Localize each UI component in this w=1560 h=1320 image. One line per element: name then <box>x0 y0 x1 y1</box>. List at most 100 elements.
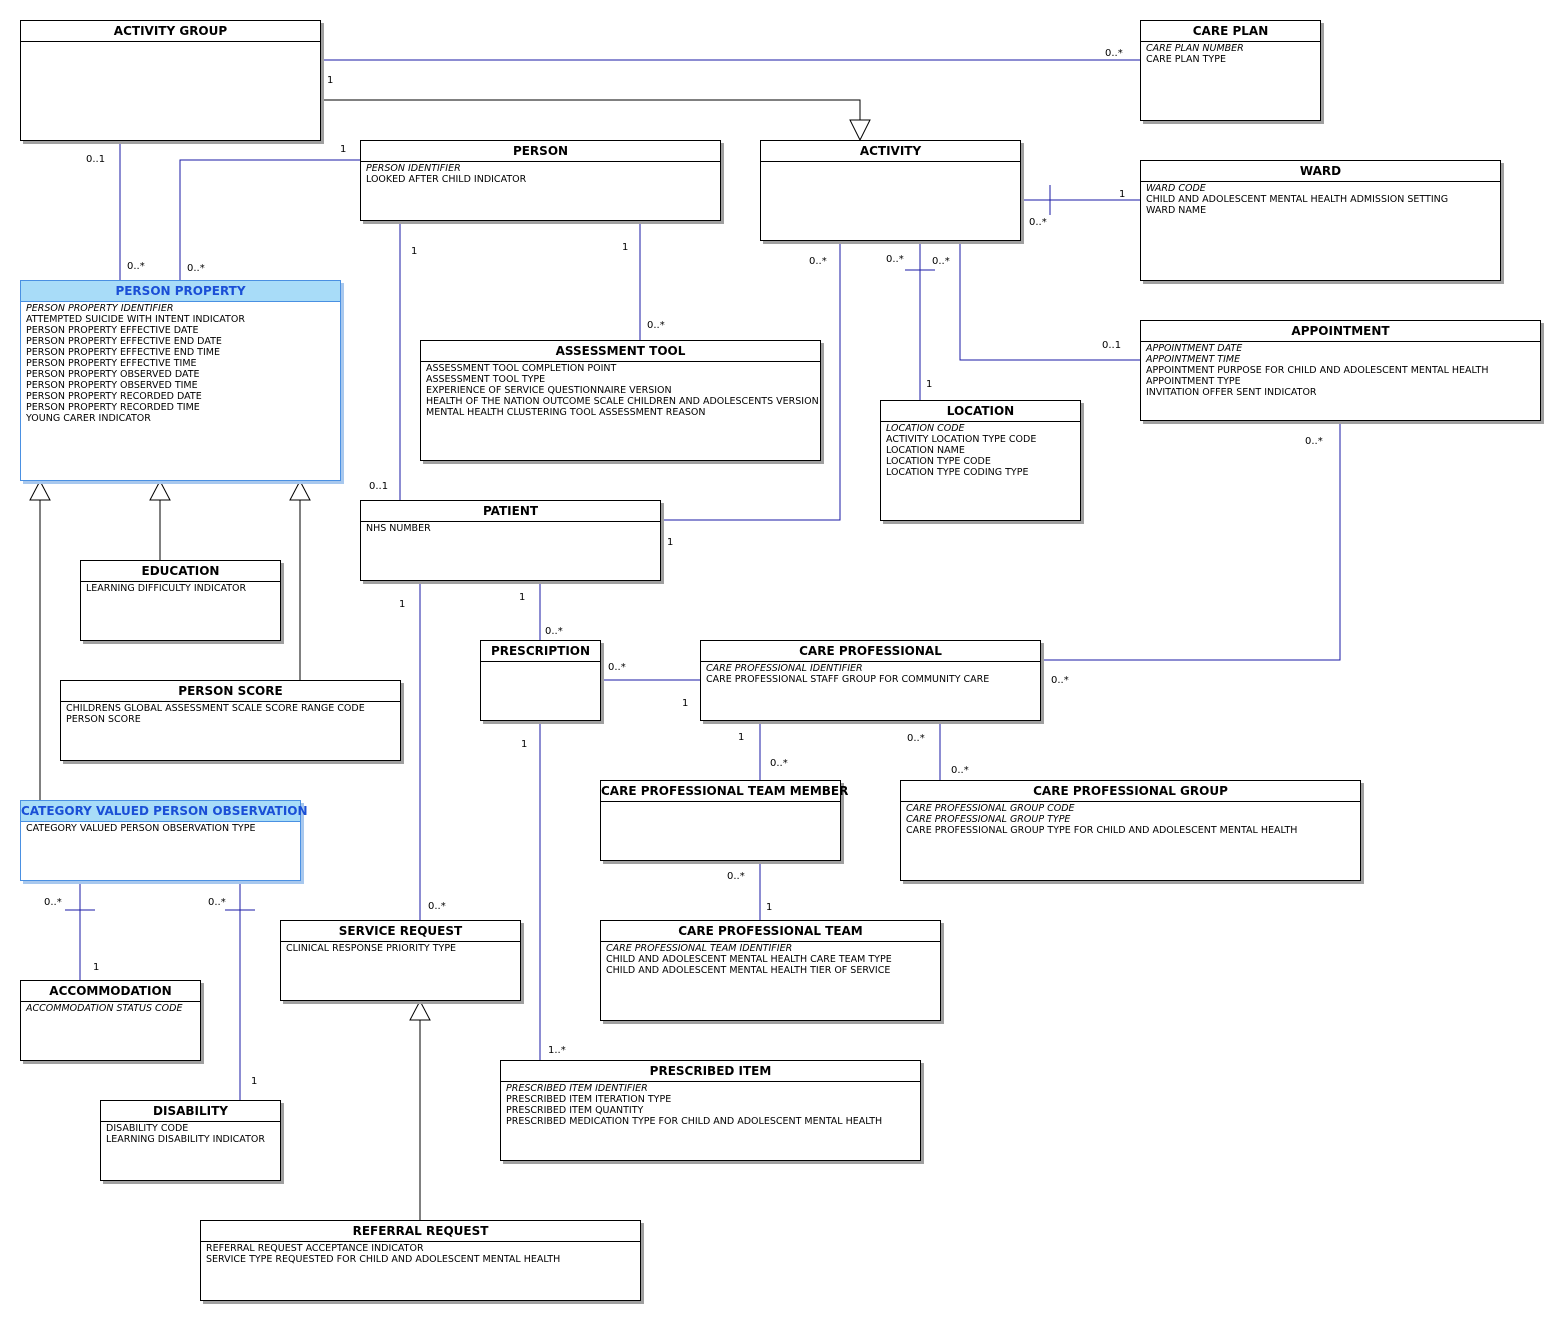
attribute: PERSON PROPERTY EFFECTIVE TIME <box>26 358 197 369</box>
mult-label: 0..* <box>932 256 950 267</box>
entity-title: ASSESSMENT TOOL <box>421 341 820 362</box>
attribute: CARE PROFESSIONAL GROUP CODE <box>906 803 1075 814</box>
entity-title: PATIENT <box>361 501 660 522</box>
mult-label: 0..1 <box>1102 340 1122 351</box>
gen-arrow-pp-education <box>149 479 171 501</box>
entity-activity-group[interactable]: ACTIVITY GROUP <box>20 20 321 141</box>
entity-title: PRESCRIPTION <box>481 641 600 662</box>
attribute: YOUNG CARER INDICATOR <box>26 413 151 424</box>
entity-title: CARE PROFESSIONAL TEAM <box>601 921 940 942</box>
entity-title: LOCATION <box>881 401 1080 422</box>
attribute: DISABILITY CODE <box>106 1123 189 1134</box>
attribute: CARE PROFESSIONAL GROUP TYPE FOR CHILD A… <box>906 825 1298 836</box>
attribute: EXPERIENCE OF SERVICE QUESTIONNAIRE VERS… <box>426 385 672 396</box>
attribute: ACTIVITY LOCATION TYPE CODE <box>886 434 1037 445</box>
attribute: CARE PROFESSIONAL IDENTIFIER <box>706 663 863 674</box>
mult-label: 1 <box>327 75 334 86</box>
mult-label: 0..* <box>1105 48 1123 59</box>
mult-label: 1 <box>738 732 745 743</box>
attribute: CHILDRENS GLOBAL ASSESSMENT SCALE SCORE … <box>66 703 365 714</box>
mult-label: 0..* <box>770 758 788 769</box>
entity-title: PRESCRIBED ITEM <box>501 1061 920 1082</box>
entity-prescription[interactable]: PRESCRIPTION <box>480 640 601 721</box>
attribute-list: NHS NUMBER <box>361 522 660 535</box>
mult-label: 0..* <box>647 320 665 331</box>
entity-title: ACTIVITY GROUP <box>21 21 320 42</box>
attribute: ATTEMPTED SUICIDE WITH INTENT INDICATOR <box>26 314 245 325</box>
attribute: LOCATION CODE <box>886 423 965 434</box>
attribute: PERSON PROPERTY EFFECTIVE END DATE <box>26 336 222 347</box>
mult-label: 1 <box>926 379 933 390</box>
attribute: PRESCRIBED ITEM IDENTIFIER <box>506 1083 648 1094</box>
mult-label: 0..* <box>545 626 563 637</box>
gen-arrow-activity <box>849 119 871 142</box>
attribute-list: CATEGORY VALUED PERSON OBSERVATION TYPE <box>21 822 300 835</box>
attribute: PERSON PROPERTY EFFECTIVE DATE <box>26 325 199 336</box>
attribute-list <box>21 42 320 44</box>
entity-title: PERSON SCORE <box>61 681 400 702</box>
attribute: APPOINTMENT TYPE <box>1146 376 1241 387</box>
attribute: PERSON IDENTIFIER <box>366 163 461 174</box>
mult-label: 0..* <box>608 662 626 673</box>
entity-title: WARD <box>1141 161 1500 182</box>
assoc-appointment-careprofessional <box>1040 420 1341 661</box>
attribute: PERSON PROPERTY RECORDED TIME <box>26 402 200 413</box>
attribute: CARE PLAN TYPE <box>1146 54 1226 65</box>
attribute: INVITATION OFFER SENT INDICATOR <box>1146 387 1317 398</box>
attribute: LOCATION TYPE CODING TYPE <box>886 467 1029 478</box>
entity-title: CATEGORY VALUED PERSON OBSERVATION <box>21 801 308 822</box>
attribute: CARE PROFESSIONAL TEAM IDENTIFIER <box>606 943 793 954</box>
attribute-list: CLINICAL RESPONSE PRIORITY TYPE <box>281 942 520 955</box>
attribute-list <box>601 802 840 804</box>
attribute: CARE PROFESSIONAL STAFF GROUP FOR COMMUN… <box>706 674 990 685</box>
entity-care-professional-team-member[interactable]: CARE PROFESSIONAL TEAM MEMBER <box>600 780 848 861</box>
attribute: LEARNING DIFFICULTY INDICATOR <box>86 583 247 594</box>
entity-title: CARE PROFESSIONAL GROUP <box>901 781 1360 802</box>
mult-label: 1..* <box>548 1045 566 1056</box>
attribute: PERSON PROPERTY RECORDED DATE <box>26 391 202 402</box>
mult-label: 0..* <box>187 263 205 274</box>
entity-title: SERVICE REQUEST <box>281 921 520 942</box>
mult-label: 1 <box>766 902 773 913</box>
mult-label: 0..* <box>127 261 145 272</box>
entity-activity[interactable]: ACTIVITY <box>760 140 1021 241</box>
mult-label: 1 <box>340 144 347 155</box>
mult-label: 1 <box>251 1076 258 1087</box>
mult-label: 1 <box>519 592 526 603</box>
attribute-list: ACCOMMODATION STATUS CODE <box>21 1002 200 1015</box>
mult-label: 0..* <box>208 897 226 908</box>
attribute-list <box>481 662 600 664</box>
attribute: NHS NUMBER <box>366 523 431 534</box>
mult-label: 1 <box>682 698 689 709</box>
attribute: PERSON SCORE <box>66 714 141 725</box>
mult-label: 0..* <box>886 254 904 265</box>
attribute: MENTAL HEALTH CLUSTERING TOOL ASSESSMENT… <box>426 407 706 418</box>
attribute: ASSESSMENT TOOL TYPE <box>426 374 546 385</box>
